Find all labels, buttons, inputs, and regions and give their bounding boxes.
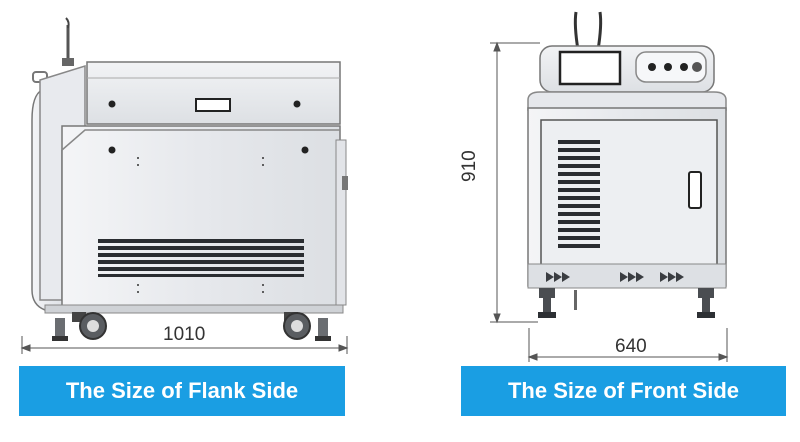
control-screen	[558, 50, 622, 86]
flank-main-body	[61, 125, 341, 311]
dimension-line-1010	[20, 336, 349, 354]
control-knob-icon	[648, 63, 656, 71]
front-leg-left	[538, 288, 556, 318]
flank-side-caption: The Size of Flank Side	[65, 378, 299, 403]
front-width-dimension: 640	[615, 336, 647, 357]
front-side-machine	[490, 11, 729, 362]
control-knob-icon	[692, 62, 702, 72]
flank-top-lid	[86, 61, 341, 125]
base-chevrons	[546, 272, 684, 282]
dimension-line-910	[490, 41, 540, 324]
front-leg-right	[697, 288, 715, 318]
front-vent-grille	[558, 140, 600, 248]
control-knob-icon	[680, 63, 688, 71]
front-caption-box	[461, 366, 786, 416]
control-knob-icon	[664, 63, 672, 71]
flank-side-machine	[20, 17, 349, 354]
lid-handle	[195, 98, 231, 112]
flank-vent-grille	[98, 239, 304, 277]
cable-icon	[573, 11, 580, 51]
flank-caption-box	[19, 366, 345, 416]
front-height-dimension: 910	[459, 150, 480, 182]
flank-wheel-right	[283, 312, 331, 341]
front-side-caption: The Size of Front Side	[507, 378, 739, 403]
door-handle	[688, 171, 702, 209]
dimension-line-640	[527, 328, 729, 362]
flank-wheel-left	[52, 312, 107, 341]
flank-width-dimension: 1010	[163, 324, 206, 345]
